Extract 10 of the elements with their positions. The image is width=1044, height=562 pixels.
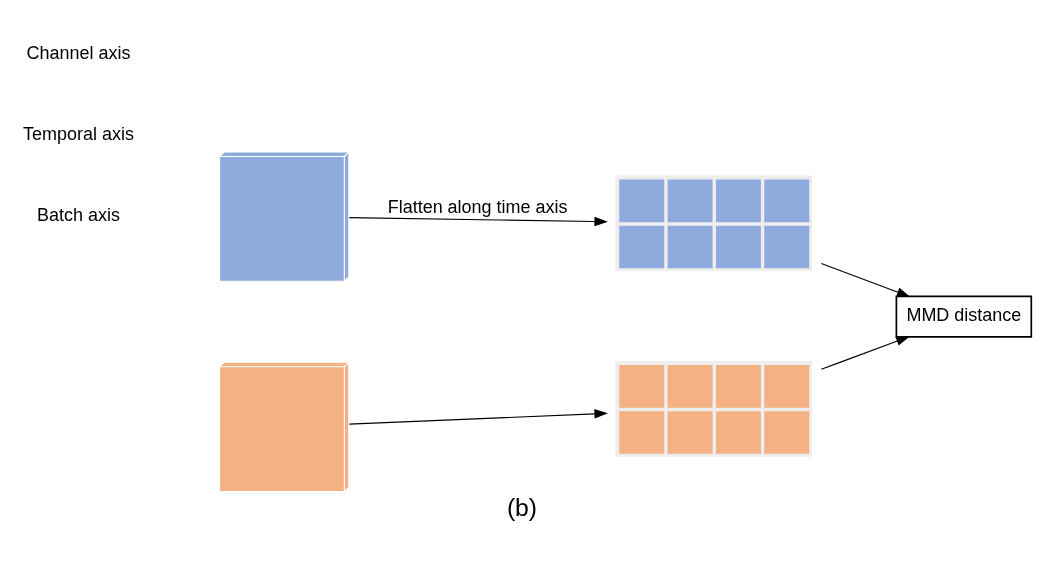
edge-label: Flatten along time axis (387, 197, 568, 218)
arrow (820, 262, 911, 297)
arrow (348, 216, 608, 227)
label: Temporal axis (23, 123, 134, 144)
arrow (820, 336, 910, 370)
label: Batch axis (37, 204, 120, 225)
label: Channel axis (26, 43, 131, 64)
caption: (b) (506, 493, 538, 521)
node-box: MMD distance (895, 295, 1033, 338)
arrow (348, 409, 608, 425)
